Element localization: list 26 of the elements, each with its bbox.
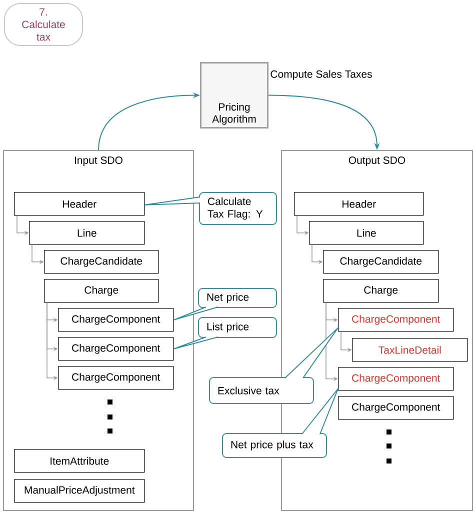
- callout-bubble: Exclusive tax: [209, 377, 314, 404]
- callout-pointer: [173, 336, 218, 350]
- object-box: Charge: [44, 279, 159, 303]
- callout-pointer: [173, 306, 218, 320]
- callout-pointer: [144, 196, 200, 206]
- object-box: Header: [14, 192, 145, 216]
- object-box: ChargeComponent: [338, 367, 454, 391]
- object-box: ChargeComponent: [338, 308, 454, 332]
- object-box: Line: [29, 221, 145, 245]
- callout-bubble: Calculate Tax Flag: Y: [199, 192, 277, 225]
- object-box: ChargeComponent: [338, 396, 454, 420]
- object-box: ItemAttribute: [14, 449, 145, 473]
- process-box: Pricing Algorithm: [200, 62, 268, 128]
- object-box: ChargeCandidate: [323, 250, 439, 274]
- callout-pointer: [302, 388, 338, 434]
- object-box: Charge: [323, 279, 439, 303]
- object-box: TaxLineDetail: [352, 338, 468, 362]
- object-box: ChargeComponent: [58, 366, 174, 390]
- step-box: 7. Calculate tax: [4, 3, 83, 46]
- object-box: ManualPriceAdjustment: [14, 479, 145, 503]
- box-caption: Compute Sales Taxes: [270, 70, 372, 80]
- object-box: Line: [309, 221, 424, 245]
- object-box: ChargeCandidate: [44, 250, 159, 274]
- callout-pointer: [284, 327, 338, 378]
- object-box: Header: [294, 192, 424, 216]
- callout-bubble: Net price plus tax: [222, 433, 327, 458]
